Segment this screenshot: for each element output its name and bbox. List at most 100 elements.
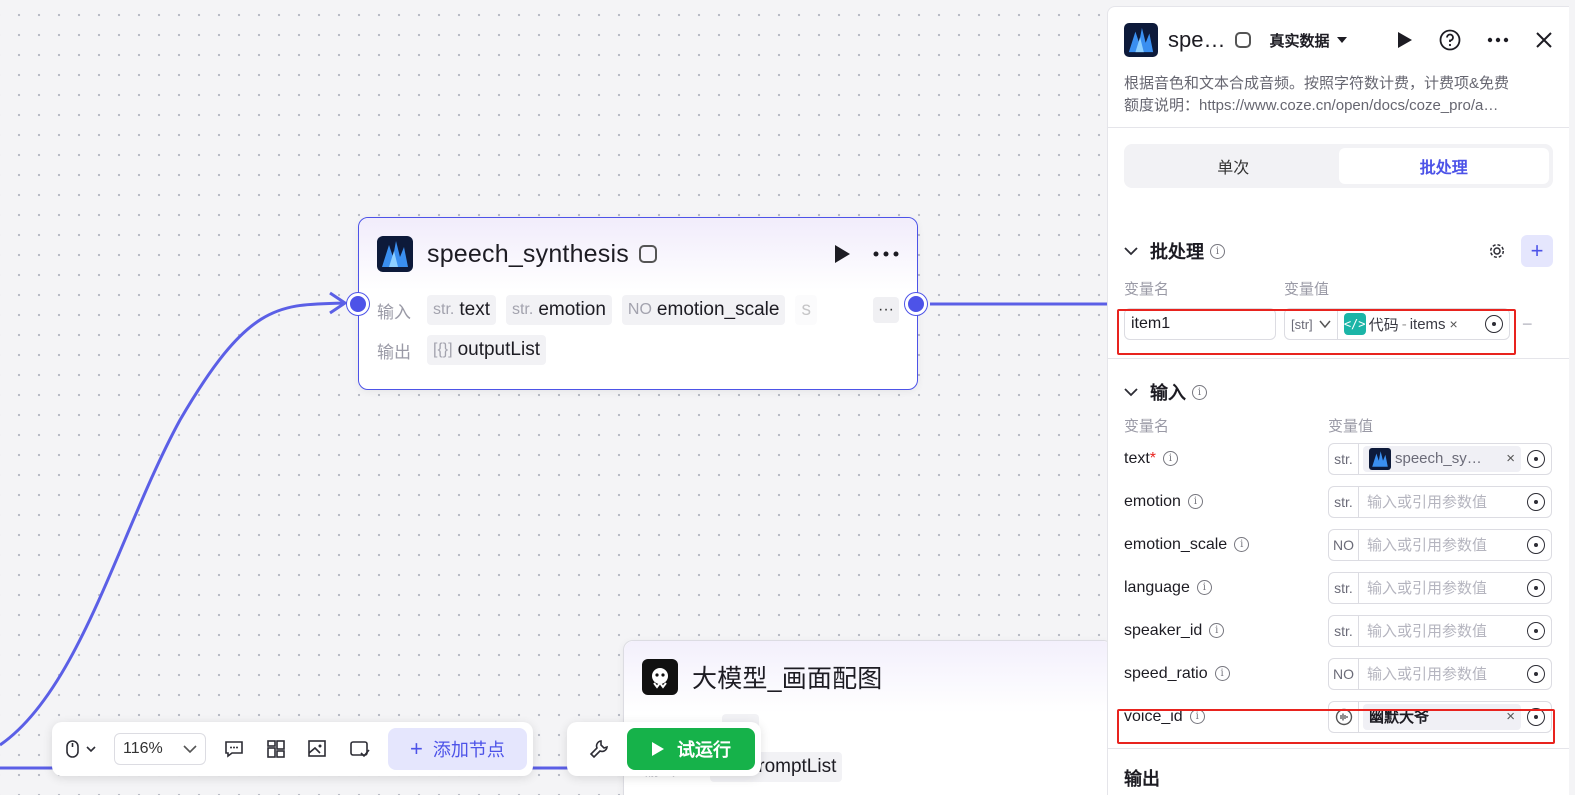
batch-item-value[interactable]: [str] </> 代码 - items ×	[1284, 308, 1510, 340]
variable-ref-icon[interactable]	[1521, 621, 1551, 640]
comment-icon[interactable]	[220, 735, 248, 763]
clear-icon[interactable]: ×	[1506, 450, 1515, 467]
llm-node-title: 大模型_画面配图	[692, 665, 883, 693]
variable-ref-icon[interactable]	[1521, 492, 1551, 511]
mouse-mode-icon[interactable]	[64, 735, 100, 763]
add-batch-button[interactable]: +	[1521, 235, 1553, 267]
type-badge: str.	[1329, 615, 1359, 646]
input-tag-text: str.text	[427, 295, 496, 325]
type-badge: str.	[1329, 443, 1359, 474]
variable-ref-icon[interactable]	[1521, 578, 1551, 597]
batch-item-row: item1 [str] </> 代码 - items × −	[1108, 300, 1569, 348]
close-icon[interactable]	[1535, 31, 1553, 49]
outputs-section-header[interactable]: 输出	[1124, 769, 1160, 789]
edge-into-speech	[0, 301, 346, 747]
input-tag-emotion: str.emotion	[505, 295, 612, 325]
panel-description: 根据音色和文本合成音频。按照字符数计费，计费项&免费 额度说明：https://…	[1124, 75, 1510, 114]
value-input[interactable]: 输入或引用参数值	[1367, 494, 1488, 511]
tab-batch[interactable]: 批处理	[1338, 148, 1549, 184]
value-input[interactable]: 输入或引用参数值	[1367, 580, 1488, 597]
speech-logo-icon	[1369, 447, 1391, 470]
variable-ref-icon[interactable]	[1521, 449, 1551, 468]
batch-section-header[interactable]: 批处理 i +	[1108, 235, 1569, 267]
speech-logo-icon	[377, 236, 413, 272]
tab-single[interactable]: 单次	[1217, 160, 1250, 177]
ref-chip: speech_sy…×	[1363, 445, 1521, 472]
add-node-button[interactable]: + 添加节点	[388, 728, 527, 770]
batch-col-heads: 变量名 变量值	[1124, 280, 1330, 298]
more-icon[interactable]	[873, 251, 899, 257]
image-icon[interactable]	[304, 735, 332, 763]
canvas-toolbar: 116% + 添加节点	[52, 722, 533, 776]
more-inputs-button[interactable]: ···	[873, 297, 899, 323]
data-source-select[interactable]: 真实数据	[1269, 30, 1347, 51]
highlight-voice-id	[1117, 709, 1555, 744]
value-input[interactable]: 输入或引用参数值	[1367, 666, 1488, 683]
layout-icon[interactable]	[262, 735, 290, 763]
variable-ref-icon[interactable]	[1521, 707, 1551, 726]
type-select[interactable]: [str]	[1285, 309, 1338, 339]
panel-title: spe…	[1168, 27, 1226, 52]
clear-icon[interactable]: ×	[1506, 708, 1515, 725]
info-icon: i	[1163, 451, 1179, 466]
variable-ref-icon[interactable]	[1521, 664, 1551, 683]
info-icon: i	[1187, 494, 1203, 509]
input-value-field[interactable]: 幽默大爷×	[1328, 700, 1552, 733]
speech-synthesis-node[interactable]: speech_synthesis 输入 str.text str.emotion…	[358, 217, 918, 390]
run-node-icon[interactable]	[833, 244, 851, 264]
test-run-button[interactable]: 试运行	[627, 728, 755, 770]
ref-chip: </> 代码 - items	[1342, 311, 1448, 337]
info-icon: i	[1196, 580, 1212, 595]
help-icon[interactable]	[1439, 29, 1461, 51]
info-icon: i	[1234, 537, 1250, 552]
clear-icon[interactable]: ×	[1449, 316, 1458, 332]
input-value-field[interactable]: str. 输入或引用参数值	[1328, 485, 1552, 518]
plugin-icon	[638, 245, 657, 263]
voice-chip: 幽默大爷×	[1363, 703, 1521, 730]
minimap-icon[interactable]	[346, 735, 374, 763]
input-tag-truncated: s	[795, 295, 817, 325]
chevron-down-icon	[1124, 247, 1138, 256]
caret-down-icon	[1336, 37, 1347, 43]
wrench-icon[interactable]	[585, 735, 613, 763]
highlight-batch-item	[1117, 309, 1516, 355]
type-badge: str.	[1329, 572, 1359, 603]
output-port[interactable]	[905, 293, 927, 315]
value-input[interactable]: 输入或引用参数值	[1367, 623, 1488, 640]
node-outputs-row: 输出 [{}]outputList	[359, 330, 917, 370]
llm-logo-icon	[642, 659, 678, 695]
gear-icon[interactable]	[1489, 243, 1505, 259]
info-icon: i	[1192, 384, 1207, 400]
llm-node[interactable]: 大模型_画面配图 ms 输出 [str]promptList	[623, 640, 1113, 795]
plugin-icon	[1235, 32, 1252, 48]
variable-ref-icon[interactable]	[1521, 535, 1551, 554]
variable-ref-icon[interactable]	[1479, 315, 1509, 333]
value-input[interactable]: 输入或引用参数值	[1367, 537, 1488, 554]
more-icon[interactable]	[1487, 37, 1509, 43]
run-icon[interactable]	[1397, 31, 1413, 49]
type-badge: str.	[1329, 486, 1359, 517]
remove-batch-item-button[interactable]: −	[1522, 313, 1533, 334]
edge-arrow	[329, 291, 348, 315]
inputs-col-heads: 变量名 变量值	[1124, 417, 1374, 435]
input-value-field[interactable]: str. 输入或引用参数值	[1328, 614, 1552, 647]
chevron-down-icon	[1124, 388, 1138, 397]
zoom-select[interactable]: 116%	[114, 733, 206, 765]
chevron-down-icon	[1319, 320, 1331, 328]
input-value-field[interactable]: str.speech_sy…×	[1328, 442, 1552, 475]
input-value-field[interactable]: str. 输入或引用参数值	[1328, 571, 1552, 604]
batch-item-name-input[interactable]: item1	[1124, 308, 1276, 340]
input-port[interactable]	[347, 293, 369, 315]
inputs-section-header[interactable]: 输入 i	[1108, 377, 1569, 407]
